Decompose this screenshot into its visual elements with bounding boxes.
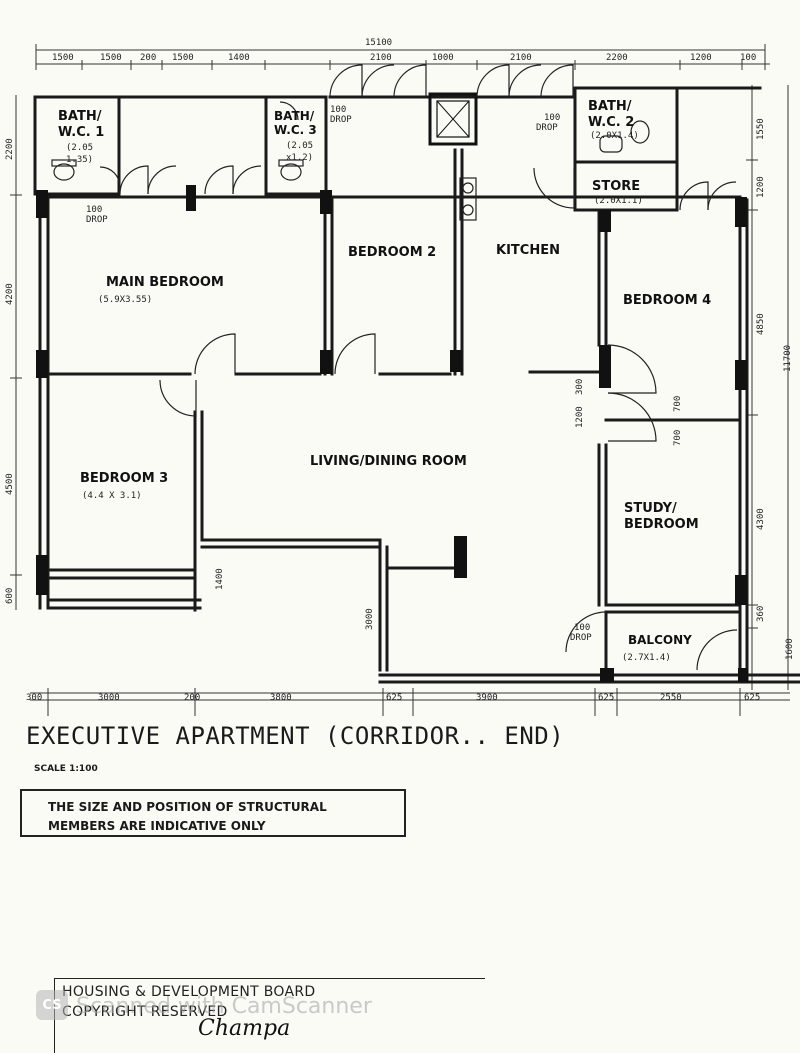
dim-inner-2: 1200 [575, 406, 585, 428]
dim-left-2: 4500 [5, 473, 15, 495]
main-bedroom-label: MAIN BEDROOM [106, 275, 224, 290]
store-size: (2.0X1.1) [594, 196, 643, 206]
dim-right-1: 1200 [756, 176, 766, 198]
dim-bottom-4: 625 [386, 693, 402, 703]
dim-right-3: 4300 [756, 508, 766, 530]
bedroom4-label: BEDROOM 4 [623, 293, 711, 308]
structural-note-box: THE SIZE AND POSITION OF STRUCTURAL MEMB… [20, 789, 406, 837]
dim-left-1: 4200 [5, 283, 15, 305]
dim-bottom-1: 3000 [98, 693, 120, 703]
bedroom3-size: (4.4 X 3.1) [82, 491, 142, 501]
balcony-size: (2.7X1.4) [622, 653, 671, 663]
bath2-size: (2.0X1.4) [590, 131, 639, 141]
dim-inner: 3000 1400 1200 300 700 700 [215, 379, 683, 630]
plan-title: EXECUTIVE APARTMENT (CORRIDOR.. END) [26, 722, 565, 750]
walls [33, 86, 800, 684]
dim-left-0: 2200 [5, 138, 15, 160]
dim-right-2: 4850 [756, 313, 766, 335]
dim-bottom-5: 3900 [476, 693, 498, 703]
stamp-line-1: HOUSING & DEVELOPMENT BOARD [62, 984, 316, 1000]
dim-top-0: 1500 [52, 53, 74, 63]
dim-top-4: 1400 [228, 53, 250, 63]
balcony-label: BALCONY [628, 633, 692, 647]
dim-top-1: 1500 [100, 53, 122, 63]
drop-kitchen-label: 100 DROP [536, 113, 566, 133]
store-label: STORE [592, 179, 640, 194]
dim-bottom-7: 2550 [660, 693, 682, 703]
drop-balcony-label: 100 DROP [570, 623, 596, 643]
sanitary-fixtures [51, 120, 650, 221]
dim-top-5: 2100 [370, 53, 392, 63]
dim-overall-top: 15100 [365, 38, 392, 48]
dim-inner-3: 300 [575, 379, 585, 395]
dim-left-col: 2200 4200 4500 600 [5, 138, 15, 604]
bath3-label: BATH/ W.C. 3 [274, 109, 318, 137]
note-line-2: MEMBERS ARE INDICATIVE ONLY [48, 819, 266, 833]
signature: Champa [198, 1016, 291, 1041]
dim-bottom-2: 200 [184, 693, 200, 703]
bath2-label: BATH/ W.C. 2 [588, 99, 636, 130]
main-bedroom-size: (5.9X3.55) [98, 295, 152, 305]
study-bedroom-label: STUDY/ BEDROOM [624, 501, 699, 532]
drop-main-label: 100 DROP [86, 205, 108, 225]
kitchen-label: KITCHEN [496, 243, 560, 258]
dim-inner-0: 3000 [365, 608, 375, 630]
bath3-size: (2.05 x1.2) [286, 141, 319, 163]
dim-bottom-6: 625 [598, 693, 614, 703]
dim-top-8: 2200 [606, 53, 628, 63]
dim-left-3: 600 [5, 588, 15, 604]
door-swings [99, 64, 738, 671]
dim-inner-4: 700 [673, 396, 683, 412]
dim-bottom-3: 3800 [270, 693, 292, 703]
dim-top-6: 1000 [432, 53, 454, 63]
dim-top-9: 1200 [690, 53, 712, 63]
dim-right-0: 1550 [756, 118, 766, 140]
bath1-label: BATH/ W.C. 1 [58, 109, 106, 140]
dim-top-3: 1500 [172, 53, 194, 63]
dim-top-row: 1500 1500 200 1500 1400 2100 1000 2100 2… [52, 53, 756, 63]
bedroom2-label: BEDROOM 2 [348, 245, 436, 260]
floor-plan-drawing: BATH/ W.C. 1 (2.05 1.35) BATH/ W.C. 3 (2… [5, 38, 800, 716]
living-dining-label: LIVING/DINING ROOM [310, 454, 467, 469]
dim-top-7: 2100 [510, 53, 532, 63]
service-shaft [428, 92, 478, 146]
bath1-size: (2.05 1.35) [66, 143, 99, 165]
dim-bottom-row: 300 3000 200 3800 625 3900 625 2550 625 [26, 693, 760, 703]
dim-top-2: 200 [140, 53, 156, 63]
bedroom3-label: BEDROOM 3 [80, 471, 168, 486]
dim-right-overall: 11700 [783, 345, 793, 372]
dim-right-5: 1600 [785, 638, 795, 660]
scanner-watermark: Scanned with CamScanner [76, 994, 372, 1019]
dim-bottom-0: 300 [26, 693, 42, 703]
note-line-1: THE SIZE AND POSITION OF STRUCTURAL [48, 800, 327, 814]
dim-bottom-8: 625 [744, 693, 760, 703]
dim-right-4: 360 [756, 606, 766, 622]
dimension-lines [10, 44, 790, 716]
structural-columns [36, 185, 748, 682]
drop-bath3-label: 100 DROP [330, 105, 352, 125]
camscanner-logo-icon: CS [36, 990, 68, 1020]
plan-scale: SCALE 1:100 [34, 764, 98, 774]
stamp-line-2: COPYRIGHT RESERVED [62, 1004, 228, 1020]
dim-inner-5: 700 [673, 430, 683, 446]
dim-right-col: 1550 1200 4850 4300 360 1600 11700 [756, 118, 795, 660]
dim-inner-1: 1400 [215, 568, 225, 590]
dim-top-10: 100 [740, 53, 756, 63]
